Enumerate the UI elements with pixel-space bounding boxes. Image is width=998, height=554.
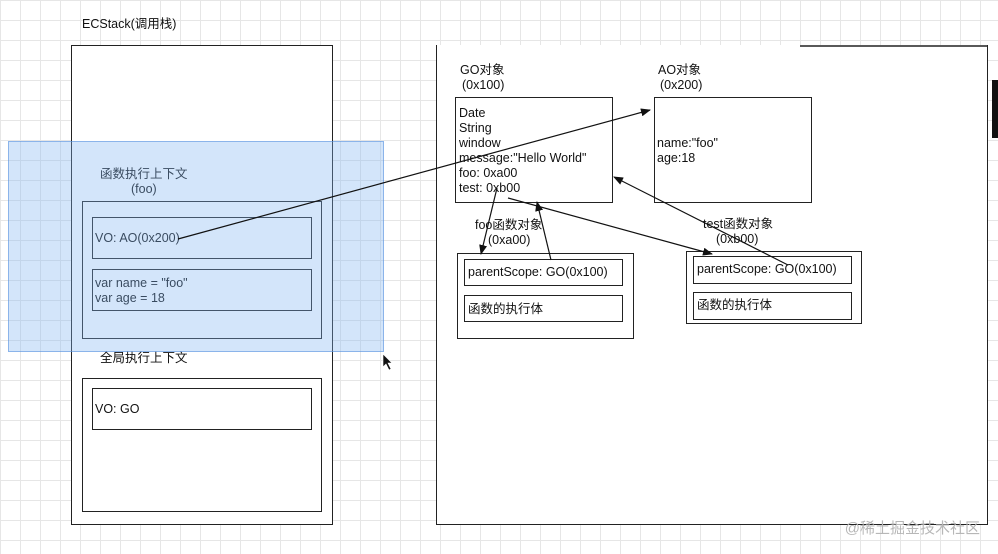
watermark: @稀土掘金技术社区 bbox=[844, 520, 980, 537]
arrow-go-foo-to-foo-fn bbox=[479, 187, 498, 255]
test-scope-box bbox=[693, 256, 852, 284]
edge-marker bbox=[992, 80, 998, 138]
test-body-box bbox=[693, 292, 852, 320]
foo-fn-addr: (0xa00) bbox=[488, 233, 531, 247]
global-vo-box bbox=[92, 388, 312, 430]
test-fn-title: test函数对象 bbox=[703, 217, 774, 231]
foo-body-box bbox=[464, 295, 623, 322]
go-title: GO对象 bbox=[460, 63, 505, 77]
foo-var-age: var age = 18 bbox=[95, 291, 165, 305]
global-vo-label: VO: GO bbox=[95, 402, 140, 416]
ao-title: AO对象 bbox=[658, 63, 702, 77]
foo-vo-label: VO: AO(0x200) bbox=[95, 231, 180, 245]
ao-prop: age:18 bbox=[657, 151, 696, 165]
foo-context-title: 函数执行上下文 bbox=[100, 167, 188, 181]
arrow-test-scope-to-go bbox=[613, 176, 789, 266]
ao-props-list: name:"foo" age:18 bbox=[657, 136, 718, 166]
global-context-title: 全局执行上下文 bbox=[100, 351, 188, 365]
mouse-cursor-icon bbox=[382, 353, 393, 371]
foo-context-subtitle: (foo) bbox=[131, 182, 157, 196]
foo-vo-box bbox=[92, 217, 312, 259]
arrow-vo-to-ao bbox=[177, 108, 651, 240]
go-prop: test: 0xb00 bbox=[459, 181, 521, 195]
go-props-list: Date String window message:"Hello World"… bbox=[459, 106, 586, 196]
go-prop: Date bbox=[459, 106, 486, 120]
selection-overlay[interactable] bbox=[8, 141, 384, 352]
go-object-box bbox=[455, 97, 613, 203]
ao-prop: name:"foo" bbox=[657, 136, 718, 150]
foo-scope-box bbox=[464, 259, 623, 286]
ao-object-box bbox=[654, 97, 812, 203]
test-scope-label: parentScope: GO(0x100) bbox=[697, 262, 837, 276]
foo-scope-label: parentScope: GO(0x100) bbox=[468, 265, 608, 279]
go-addr: (0x100) bbox=[462, 78, 505, 92]
foo-vars-box bbox=[92, 269, 312, 311]
arrow-go-test-to-test-fn bbox=[507, 197, 713, 256]
foo-var-name: var name = "foo" bbox=[95, 276, 188, 290]
foo-body-label: 函数的执行体 bbox=[468, 302, 544, 316]
go-prop: window bbox=[459, 136, 501, 150]
foo-fn-title: foo函数对象 bbox=[475, 218, 543, 232]
go-prop: message:"Hello World" bbox=[459, 151, 587, 165]
arrow-foo-scope-to-go bbox=[535, 201, 552, 261]
go-prop: foo: 0xa00 bbox=[459, 166, 518, 180]
ecstack-title: ECStack(调用栈) bbox=[82, 17, 177, 31]
ao-addr: (0x200) bbox=[660, 78, 703, 92]
go-prop: String bbox=[459, 121, 492, 135]
test-body-label: 函数的执行体 bbox=[697, 298, 773, 312]
foo-vars-list: var name = "foo" var age = 18 bbox=[95, 276, 188, 306]
